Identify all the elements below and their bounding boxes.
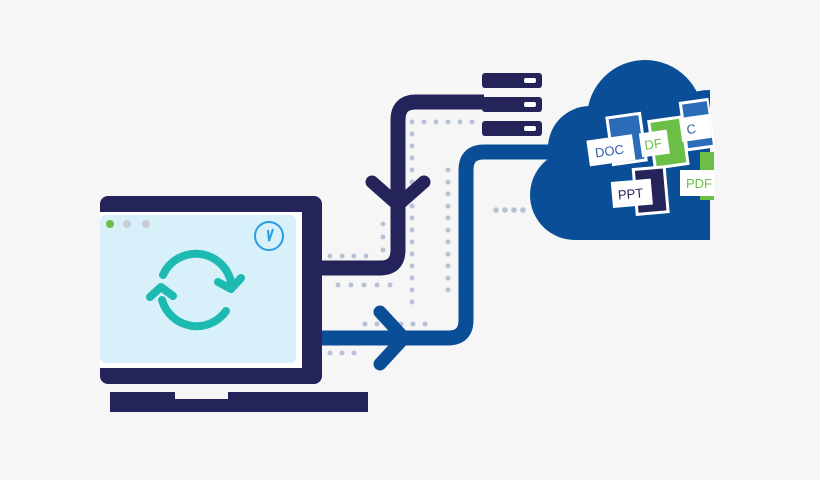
dot: [387, 282, 393, 288]
document-label: PDF: [686, 176, 712, 191]
document-doc: DOC: [586, 111, 648, 167]
dot: [339, 350, 345, 356]
documents: DOC DF C PPT PDF: [586, 97, 716, 217]
dot: [445, 179, 451, 185]
dot: [380, 247, 386, 253]
dot: [445, 263, 451, 269]
document-pdf: PDF: [680, 152, 714, 200]
dot: [351, 350, 357, 356]
dot: [502, 207, 508, 213]
document-pdf: DF: [638, 115, 690, 170]
dot: [520, 207, 526, 213]
dot: [380, 234, 386, 240]
dot: [327, 350, 333, 356]
dot: [348, 282, 354, 288]
dot: [445, 119, 451, 125]
dot: [409, 215, 415, 221]
dot: [362, 321, 368, 327]
document-label: C: [686, 121, 697, 137]
dot: [409, 299, 415, 305]
upload-arrow-icon: [373, 305, 411, 371]
dot: [445, 191, 451, 197]
dot: [409, 143, 415, 149]
laptop-icon: [100, 196, 368, 412]
dot: [380, 221, 386, 227]
dot: [409, 203, 415, 209]
dot: [469, 119, 475, 125]
dot: [445, 287, 451, 293]
dot: [363, 253, 369, 259]
dot: [445, 251, 451, 257]
dot: [409, 239, 415, 245]
document-label: DF: [644, 136, 663, 153]
server-icon: [482, 73, 542, 136]
dot: [409, 275, 415, 281]
dot: [410, 321, 416, 327]
dot: [327, 253, 333, 259]
dot: [409, 251, 415, 257]
document-ppt: PPT: [610, 165, 670, 217]
document-label: PPT: [617, 185, 644, 202]
dot: [445, 203, 451, 209]
dot: [409, 263, 415, 269]
download-arrow-icon: [365, 175, 431, 212]
document-label: DOC: [594, 142, 625, 161]
dot: [409, 131, 415, 137]
dot: [374, 282, 380, 288]
dot: [511, 207, 517, 213]
dot: [374, 321, 380, 327]
dot: [361, 282, 367, 288]
dot: [493, 207, 499, 213]
dot: [409, 167, 415, 173]
dot: [433, 119, 439, 125]
dot: [445, 227, 451, 233]
dot: [445, 215, 451, 221]
dot: [422, 321, 428, 327]
dot: [409, 227, 415, 233]
dot: [409, 287, 415, 293]
dot: [445, 239, 451, 245]
dot: [409, 155, 415, 161]
document-doc: C: [678, 97, 716, 152]
dot: [339, 253, 345, 259]
sync-icon: [146, 249, 245, 331]
dot: [335, 282, 341, 288]
dot: [445, 167, 451, 173]
dot: [457, 119, 463, 125]
dot: [421, 119, 427, 125]
dot: [445, 275, 451, 281]
dot: [409, 119, 415, 125]
clock-icon: [254, 221, 284, 251]
dot: [351, 253, 357, 259]
upload-pipe: [320, 144, 560, 346]
download-pipe: [320, 94, 484, 276]
